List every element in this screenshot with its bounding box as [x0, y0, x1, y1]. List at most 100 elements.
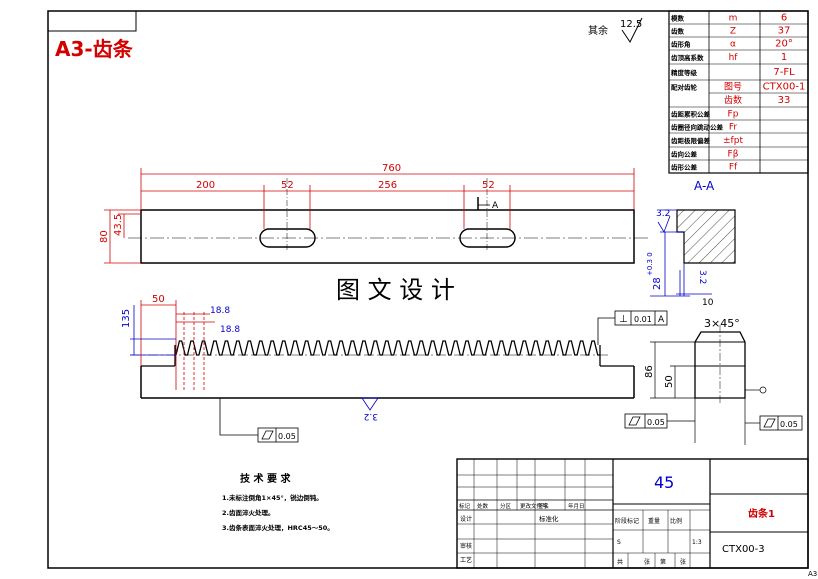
tb-stage-header-0: 阶段标记 [615, 517, 639, 525]
std-label: 标准化 [539, 514, 559, 523]
param-symbol-10: Fβ [728, 150, 739, 160]
tb-stage-val-2: 1:3 [692, 539, 702, 546]
tb-header-2: 分区 [500, 502, 512, 510]
section-rough-a: 3.2 [656, 209, 670, 219]
tb-left-0: 设计 [460, 515, 472, 523]
tb-stage-header-2: 比例 [670, 517, 682, 525]
top-dims [104, 168, 635, 264]
param-symbol-3: hf [729, 53, 739, 63]
param-name-11: 齿形公差 [671, 163, 698, 172]
top-view [128, 178, 650, 264]
tb-header-0: 标记 [459, 502, 471, 510]
slot-right [459, 228, 516, 248]
param-name-2: 齿形角 [671, 40, 691, 49]
param-name-3: 齿顶高系数 [671, 53, 704, 62]
param-value-2: 20° [775, 39, 793, 50]
param-symbol-1: Z [730, 27, 736, 37]
tb-header-3: 更改文件号 [520, 502, 548, 510]
tb-header-1: 处数 [477, 502, 489, 510]
param-name-7: 齿距累积公差 [671, 110, 711, 119]
side-dims [650, 341, 767, 445]
flatness-value-a: 0.05 [647, 418, 665, 427]
roughness-symbol [621, 17, 643, 43]
slot-left [259, 228, 316, 248]
param-value-6: 33 [778, 95, 791, 106]
param-symbol-5: 图号 [724, 82, 742, 93]
dim-43-5: 43.5 [113, 214, 124, 236]
tb-header-4: 签名 [538, 502, 549, 510]
side-dim-86: 86 [644, 365, 655, 378]
param-symbol-2: α [730, 40, 736, 50]
roughness-rest-value: 12.5 [620, 19, 642, 30]
chamfer-label: 3×45° [704, 317, 740, 330]
roughness-rest-label: 其余 [588, 24, 608, 37]
drawing-number: CTX00-3 [722, 544, 765, 555]
param-symbol-0: m [729, 14, 738, 24]
dim-80: 80 [99, 230, 110, 243]
param-symbol-8: Fr [729, 123, 738, 133]
param-name-1: 齿数 [671, 27, 685, 36]
sheet-mark: A3 [808, 570, 817, 578]
tb-sheet-2: 第 [660, 558, 666, 566]
param-symbol-9: ±fpt [723, 136, 743, 146]
tb-sheet-1: 张 [644, 558, 650, 566]
section-rough-b: 3.2 [697, 270, 707, 284]
part-name: 齿条1 [748, 507, 775, 520]
perp-symbol: ⊥ [619, 314, 628, 325]
section-label: A-A [694, 179, 715, 193]
flatness-frame-a [624, 413, 695, 429]
tech-req-item-1: 2.齿面淬火处理。 [222, 508, 275, 517]
perp-ref: A [658, 315, 665, 325]
param-symbol-11: Ff [729, 163, 738, 173]
dim-135: 135 [121, 309, 132, 328]
param-value-3: 1 [781, 52, 787, 63]
dim-200: 200 [196, 180, 215, 191]
section-cut-a: A [492, 201, 499, 211]
param-symbol-6: 齿数 [724, 94, 742, 106]
param-name-10: 齿向公差 [671, 150, 698, 159]
title-block [456, 458, 809, 569]
param-name-5: 配对齿轮 [671, 83, 698, 92]
section-dim-tol: +0.3 0 [646, 252, 654, 276]
param-value-1: 37 [778, 26, 791, 37]
tb-sheet-3: 张 [680, 558, 686, 566]
section-dim-28: 28 [652, 277, 663, 290]
tech-req-item-0: 1.未标注倒角1×45°，锐边倒钝。 [222, 493, 323, 502]
dim-52b: 52 [482, 180, 495, 191]
tech-req-title: 技 术 要 求 [240, 472, 291, 485]
tb-header-5: 年月日 [568, 502, 585, 510]
dim-50: 50 [152, 294, 165, 305]
section-dim-10: 10 [702, 298, 714, 308]
flatness-value-b: 0.05 [780, 420, 798, 429]
material: 45 [654, 473, 674, 492]
dim-52a: 52 [281, 180, 294, 191]
side-view [694, 325, 746, 405]
flatness-frame-b [745, 415, 803, 431]
dim-760: 760 [382, 163, 401, 174]
param-table [668, 10, 809, 174]
perpendicularity-frame [597, 310, 668, 345]
param-name-9: 齿距极限偏差 [671, 136, 711, 145]
outer-border [47, 10, 809, 569]
flatness-frame-front [257, 427, 299, 443]
param-value-0: 6 [781, 13, 787, 24]
front-dims [130, 300, 215, 390]
tb-left-1: 审核 [460, 542, 472, 550]
tb-stage-header-1: 重量 [648, 517, 660, 525]
roughness-bottom-symbol [361, 397, 379, 411]
flatness-value-front: 0.05 [278, 432, 296, 441]
perp-value: 0.01 [634, 315, 652, 324]
dim-256: 256 [378, 180, 397, 191]
param-name-0: 模数 [671, 14, 685, 23]
param-symbol-7: Fp [728, 110, 739, 120]
dim-18-8b: 18.8 [220, 325, 240, 335]
watermark-text: 图 文 设 计 [336, 276, 455, 304]
param-name-8: 齿圈径向跳动公差 [671, 123, 724, 132]
tech-req-item-2: 3.齿条表面淬火处理，HRC45～50。 [222, 523, 334, 532]
front-view [130, 340, 635, 399]
section-view [676, 209, 736, 264]
corner-box [47, 10, 137, 32]
drawing-title: A3-齿条 [55, 37, 134, 61]
tb-stage-val-0: S [617, 539, 621, 546]
